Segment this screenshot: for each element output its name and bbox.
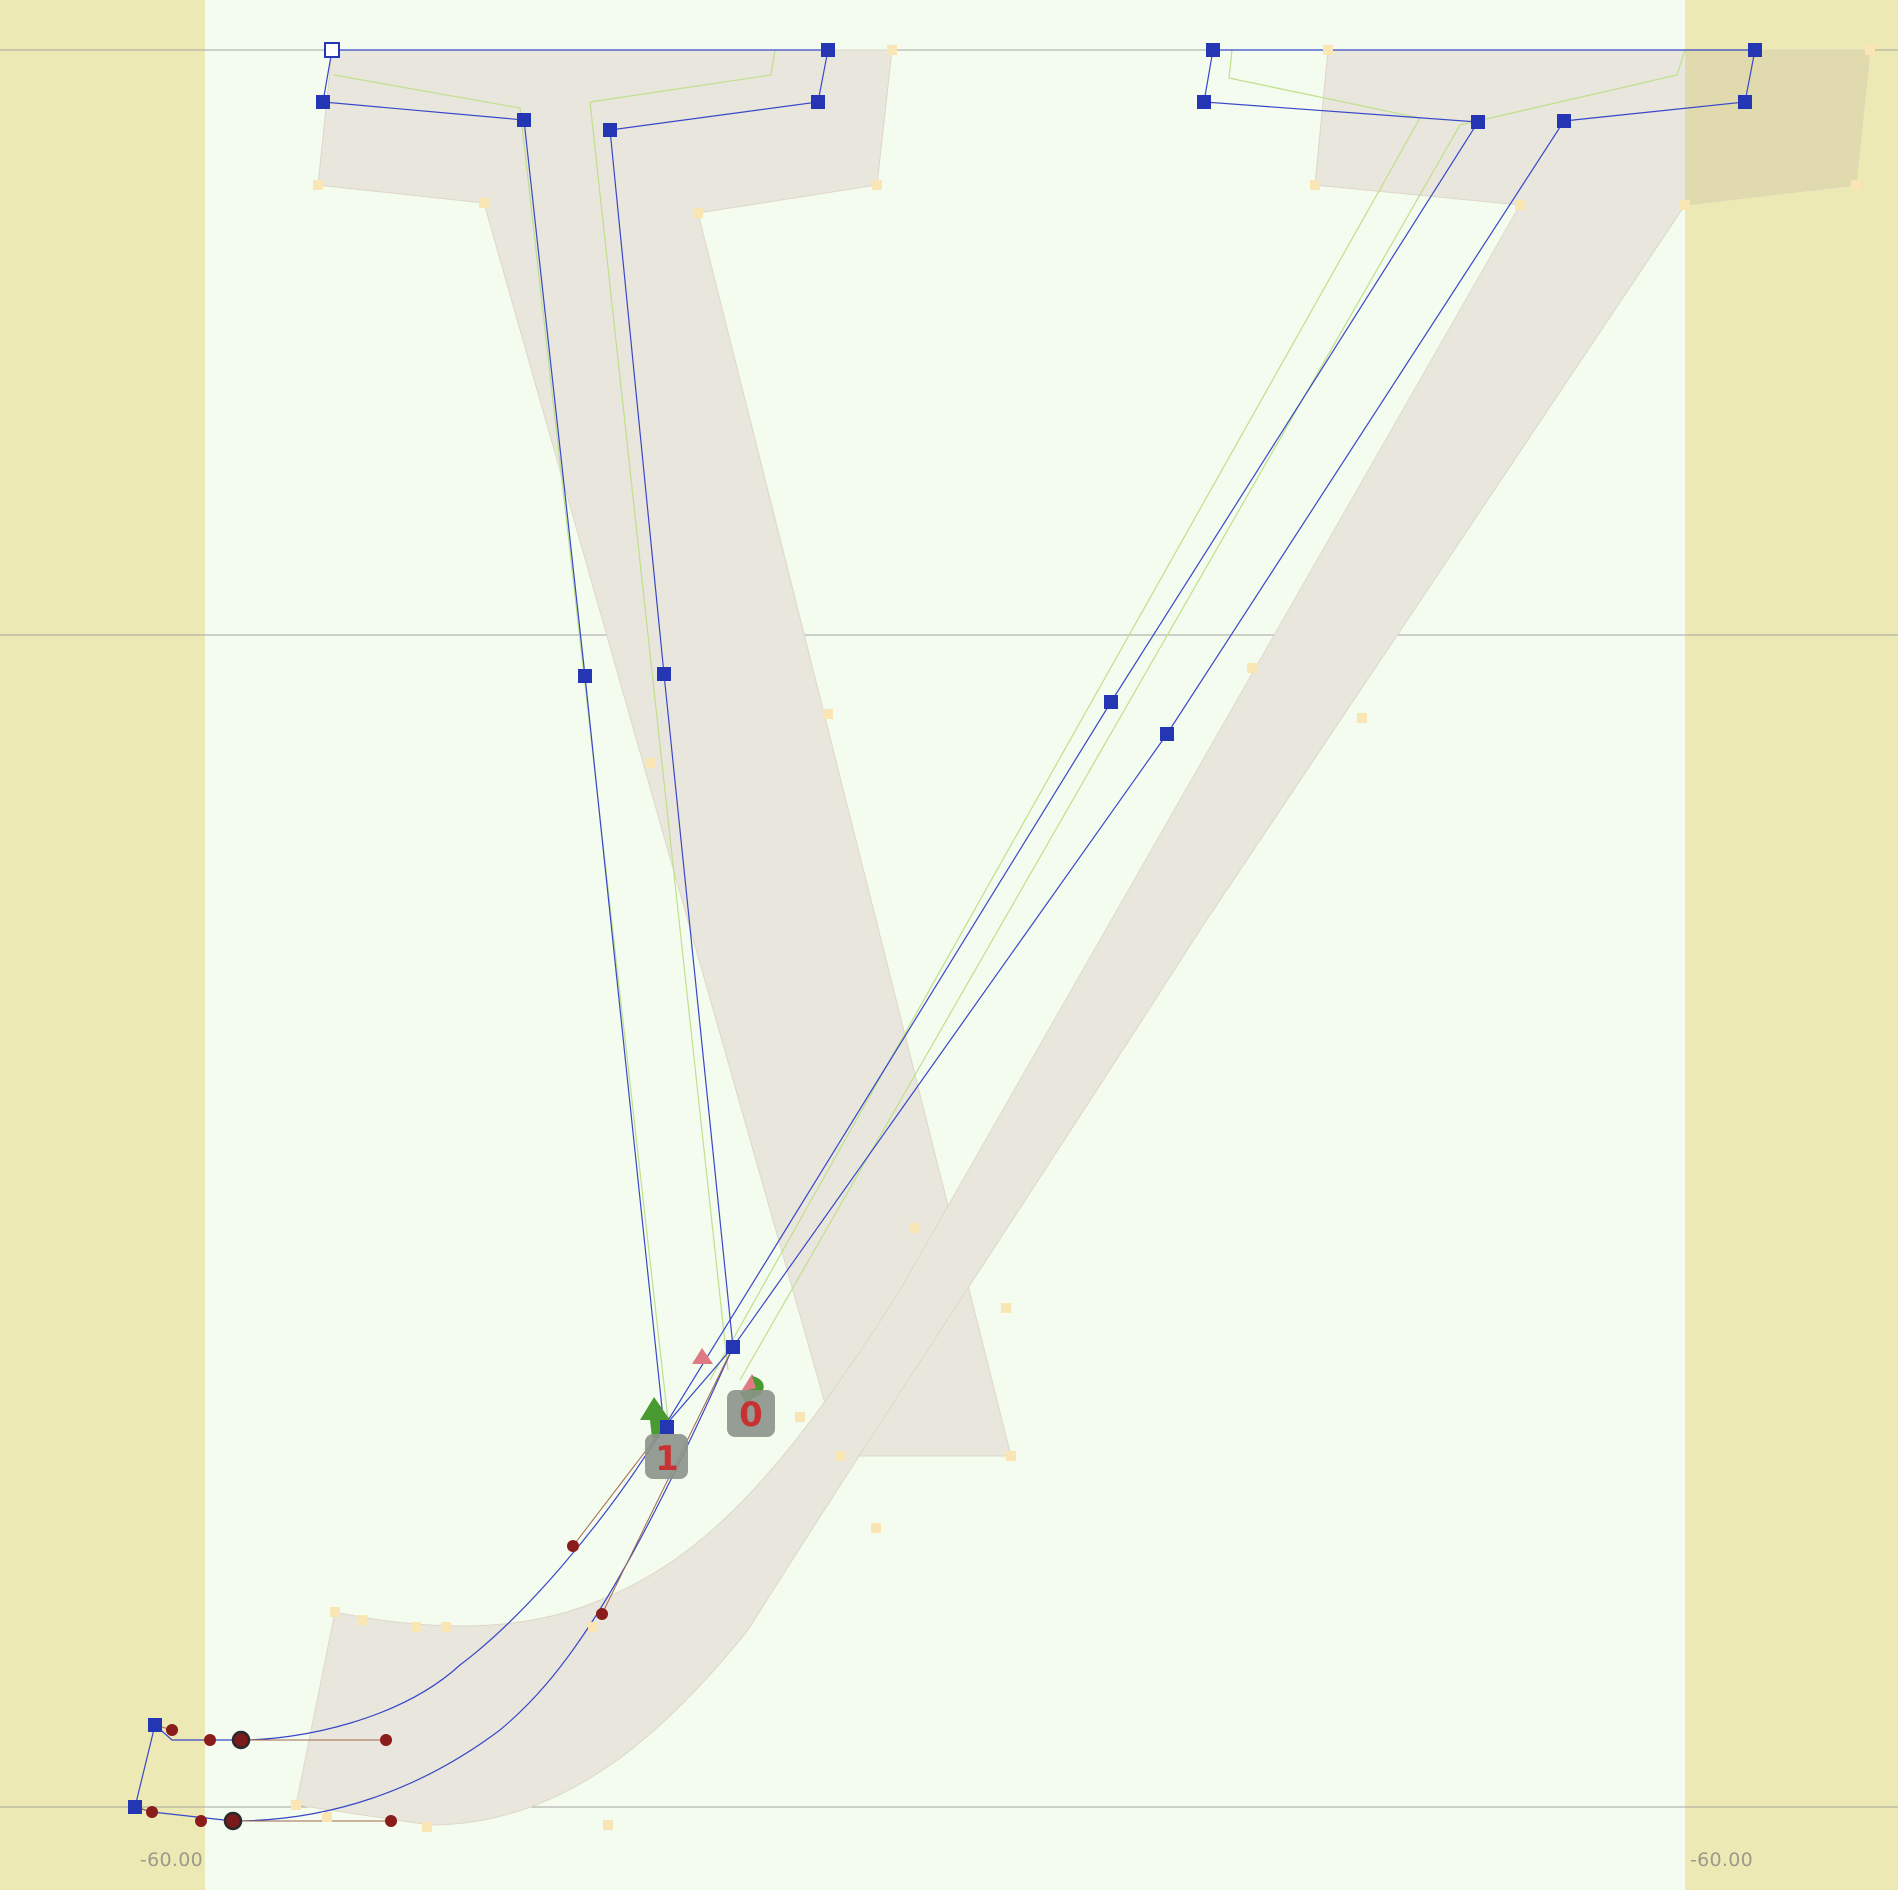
circle-handle-icon[interactable] [567,1540,579,1552]
square-node-icon[interactable] [657,667,671,681]
left-sidebearing-area [0,0,205,1890]
square-node-icon[interactable] [726,1340,740,1354]
background-nodes [291,45,1875,1832]
circle-handle-icon[interactable] [166,1724,178,1736]
background-node-icon [795,1412,805,1422]
circle-handle-icon[interactable] [204,1734,216,1746]
background-node-icon [313,180,323,190]
contour-order-badge: 1 [645,1434,688,1479]
square-node-icon[interactable] [811,95,825,109]
first-node-icon[interactable] [324,42,340,58]
background-node-icon [835,1451,845,1461]
background-node-icon [1851,180,1861,190]
circle-handle-icon[interactable] [195,1815,207,1827]
background-node-icon [693,208,703,218]
background-node-icon [322,1812,332,1822]
smooth-node-icon[interactable] [223,1811,243,1831]
background-node-icon [422,1822,432,1832]
guide-left-arm [333,49,776,1421]
square-node-icon[interactable] [316,95,330,109]
background-node-icon [291,1800,301,1810]
background-node-icon [1357,713,1367,723]
background-node-icon [603,1820,613,1830]
right-serif-darker-fill [1685,50,1870,205]
square-node-icon[interactable] [148,1718,162,1732]
start-arrow-icon [640,1397,670,1438]
circle-handle-icon[interactable] [380,1734,392,1746]
background-node-icon [1006,1451,1016,1461]
guide-outline [333,49,1686,1421]
left-sidebearing-value: -60.00 [140,1849,204,1871]
square-node-icon[interactable] [1197,95,1211,109]
contour-order-badges: 1 0 [645,1390,775,1479]
square-node-icon[interactable] [1104,695,1118,709]
square-node-icon[interactable] [603,123,617,137]
square-node-icon[interactable] [821,43,835,57]
square-node-icon[interactable] [1748,43,1762,57]
background-node-icon [441,1622,451,1632]
square-node-icon[interactable] [128,1800,142,1814]
background-node-icon [411,1622,421,1632]
guide-right-arm [709,49,1686,1381]
background-node-icon [1680,200,1690,210]
square-node-icon[interactable] [1160,727,1174,741]
background-node-icon [645,758,655,768]
background-node-icon [1865,45,1875,55]
contour-order-label: 0 [739,1395,763,1435]
smooth-node-icon[interactable] [231,1730,251,1750]
background-glyph-fill [295,49,1871,1826]
contour-order-label: 1 [655,1439,679,1479]
start-triangle-icon [692,1348,713,1364]
background-node-icon [1323,45,1333,55]
square-node-icon[interactable] [517,113,531,127]
square-node-icon[interactable] [578,669,592,683]
background-node-icon [823,709,833,719]
background-node-icon [887,45,897,55]
background-node-icon [1247,663,1257,673]
square-node-icon[interactable] [660,1420,674,1434]
circle-handle-icon[interactable] [146,1806,158,1818]
square-node-icon[interactable] [1557,114,1571,128]
background-node-icon [357,1615,367,1625]
circle-handle-icon[interactable] [596,1608,608,1620]
circle-handle-icon[interactable] [385,1815,397,1827]
right-sidebearing-value: -60.00 [1690,1849,1754,1871]
square-node-icon[interactable] [1738,95,1752,109]
handle-line [601,1346,734,1615]
background-node-icon [871,1523,881,1533]
background-node-icon [872,180,882,190]
right-sidebearing-area [1685,0,1898,1890]
on-curve-nodes [128,42,1762,1814]
background-node-icon [588,1622,598,1632]
background-node-icon [1001,1303,1011,1313]
background-node-icon [330,1607,340,1617]
background-node-icon [1310,180,1320,190]
square-node-icon[interactable] [1206,43,1220,57]
square-node-icon[interactable] [1471,115,1485,129]
contour-order-badge: 0 [727,1390,775,1437]
background-node-icon [910,1223,920,1233]
background-node-icon [479,198,489,208]
background-node-icon [1515,200,1525,210]
right-stroke-and-tail-fill [295,49,1871,1826]
off-curve-handles [146,1540,608,1831]
